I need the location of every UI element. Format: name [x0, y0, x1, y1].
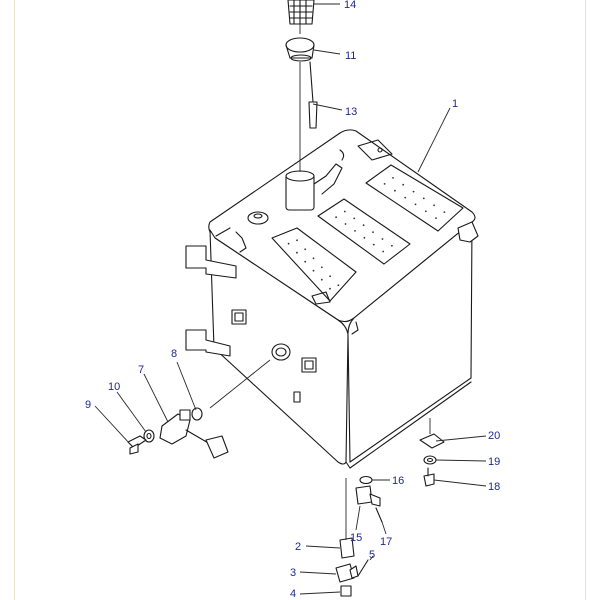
plate-dot [320, 278, 323, 281]
plate-dot [392, 177, 394, 179]
part-16-seal-ring[interactable] [359, 475, 373, 485]
plate-dot [404, 196, 407, 199]
part-5-pin[interactable] [357, 559, 369, 577]
callout-15: 15 [350, 532, 362, 544]
plate-dot [353, 217, 356, 220]
plate-dot [381, 238, 384, 240]
part-15-drain-valve[interactable] [355, 485, 381, 507]
tank-right-face [347, 221, 473, 463]
part-9-bolt[interactable] [127, 435, 147, 455]
plate-dot [435, 217, 437, 220]
callout-16: 16 [392, 475, 404, 487]
callout-19: 19 [488, 456, 500, 468]
part-14-strainer[interactable] [287, 0, 315, 25]
plate-dot [394, 189, 396, 192]
part-13-dipstick[interactable] [308, 61, 318, 129]
part-4-cap-nut[interactable] [340, 585, 352, 597]
plate-dot [433, 204, 435, 207]
plate-dot [344, 223, 347, 225]
center-tab [311, 291, 331, 305]
level-sensor-port [231, 309, 247, 325]
plate-dot [296, 239, 298, 242]
plate-dot [343, 210, 346, 213]
callout-7: 7 [138, 364, 144, 376]
callout-9: 9 [85, 399, 91, 411]
part-19-washer[interactable] [423, 455, 437, 465]
plate-dot [337, 284, 340, 287]
fuel-tank[interactable] [185, 129, 479, 469]
plate-dot [424, 210, 427, 213]
mount-bracket-upper-left [185, 245, 237, 279]
callout-2: 2 [295, 541, 301, 553]
plate-dot [372, 243, 375, 246]
part-3-elbow-fitting[interactable] [335, 563, 359, 583]
plate-dot [402, 183, 405, 186]
plate-dot [412, 190, 415, 193]
access-cover-plate-left [271, 227, 357, 302]
plate-dot [304, 248, 307, 251]
callout-20: 20 [488, 430, 500, 442]
frame-border-left [14, 0, 15, 600]
plate-dot [363, 236, 366, 239]
callout-17: 17 [380, 536, 392, 548]
plate-dot [391, 244, 393, 247]
plate-dot [372, 231, 374, 234]
tank-bottom-edge [345, 381, 472, 469]
plate-dot [287, 242, 290, 245]
plate-dot [320, 266, 323, 269]
right-lip [351, 321, 359, 335]
plate-dot [304, 260, 307, 263]
mount-tab-upper [235, 231, 247, 253]
tank-top-lip [215, 227, 231, 237]
plate-dot [383, 183, 386, 185]
mount-bracket-lower-left [185, 329, 231, 357]
frame-border-right [585, 0, 586, 600]
drain-boss [301, 357, 317, 373]
plate-dot [362, 224, 365, 227]
part-7-sender-unit[interactable] [159, 409, 229, 459]
leader-lines [94, 3, 487, 595]
plate-dot [422, 197, 425, 200]
callout-1: 1 [452, 98, 458, 110]
callout-5: 5 [369, 549, 375, 561]
part-10-washer[interactable] [143, 429, 155, 443]
callout-labels: 14 11 13 1 8 7 10 9 20 19 18 16 15 17 2 … [85, 0, 500, 600]
callout-18: 18 [488, 481, 500, 493]
plate-dot [414, 203, 417, 206]
small-plug [293, 391, 301, 403]
part-11-cap-ring[interactable] [285, 37, 315, 62]
gauge-port [271, 343, 291, 361]
plate-dot [312, 269, 315, 272]
callout-11: 11 [345, 50, 356, 62]
plate-dot [329, 287, 331, 290]
mount-bracket-right [457, 221, 479, 243]
plate-dot [354, 230, 356, 232]
top-boss [247, 211, 269, 225]
callout-10: 10 [108, 381, 120, 393]
top-hinge-bracket [357, 139, 393, 161]
part-2-clip[interactable] [339, 537, 355, 559]
callout-14: 14 [344, 0, 356, 11]
part-17-spring-pin[interactable] [375, 507, 383, 523]
part-8-o-ring[interactable] [191, 407, 203, 421]
access-cover-plate-right [365, 164, 464, 232]
plate-dot [296, 251, 298, 254]
plate-dot [382, 250, 385, 253]
callout-4: 4 [290, 588, 296, 600]
callout-13: 13 [345, 106, 357, 118]
filler-neck [285, 149, 345, 211]
access-cover-plate-middle [317, 198, 411, 265]
callout-8: 8 [171, 348, 177, 360]
plate-dot [335, 216, 337, 219]
callout-3: 3 [290, 567, 296, 579]
plate-dot [443, 211, 446, 214]
part-18-bolt[interactable] [423, 467, 435, 487]
hinge-hole [377, 147, 383, 153]
plate-dot [329, 275, 331, 278]
part-20-bracket-plate[interactable] [419, 433, 445, 449]
plate-dot [312, 257, 315, 260]
